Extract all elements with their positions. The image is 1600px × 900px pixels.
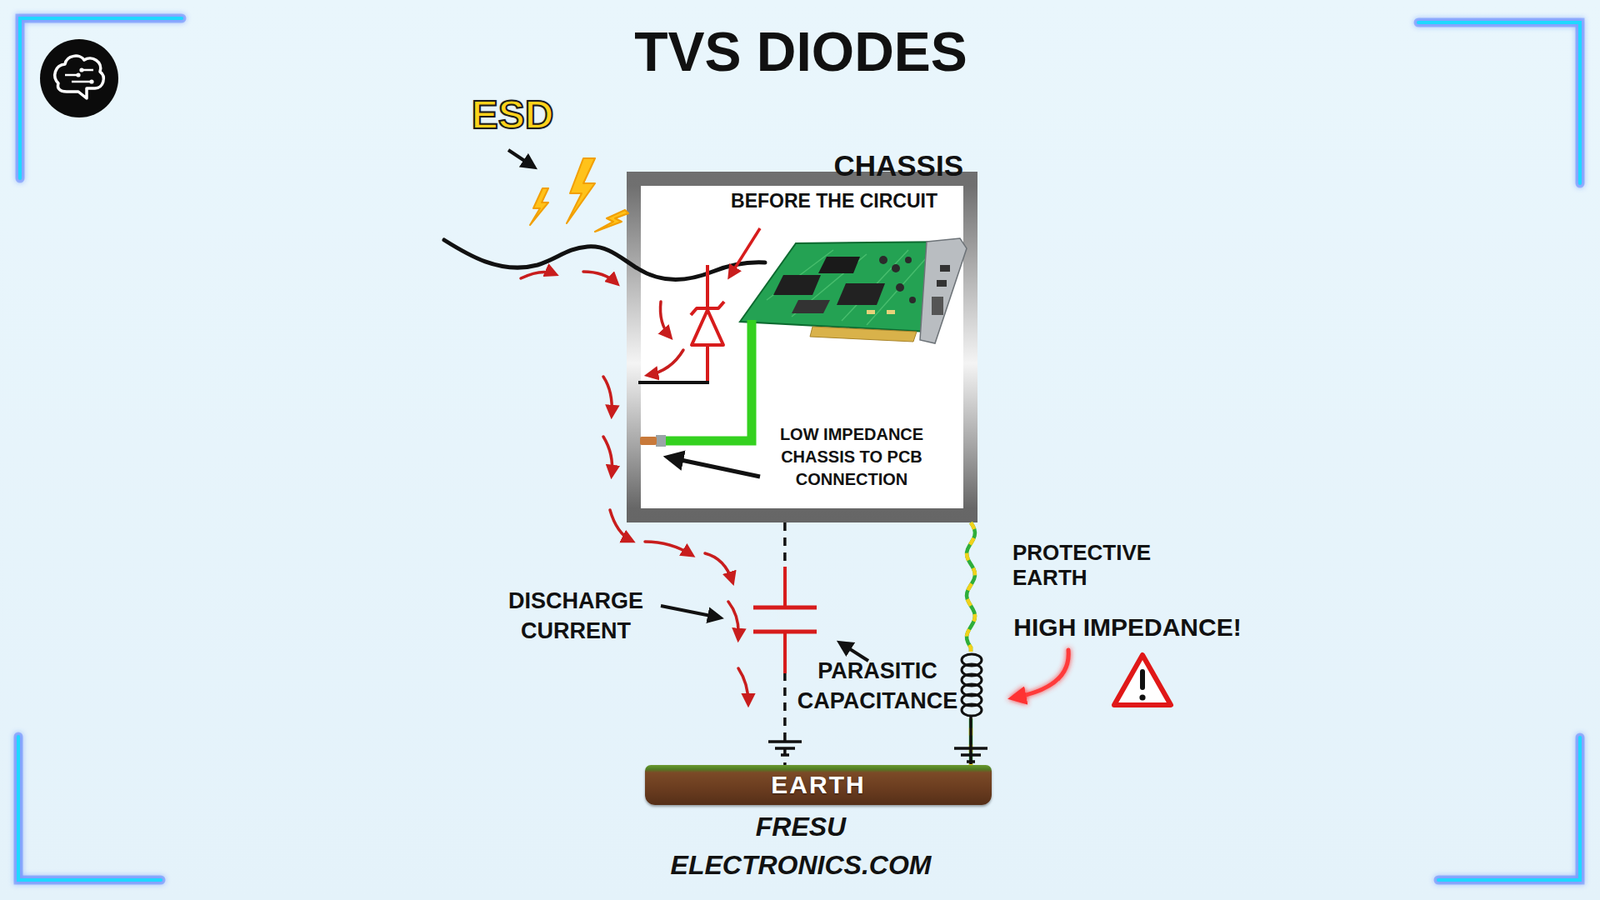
coil-backing [955, 651, 986, 719]
corner-bracket [1438, 737, 1580, 880]
callout-text: LOW IMPEDANCE CHASSIS TO PCB CONNECTION [768, 423, 935, 491]
logo-dot [79, 67, 84, 72]
current-arrow [705, 553, 733, 582]
caption: FRESU ELECTRONICS.COM [650, 807, 951, 885]
pointer-arrow [508, 150, 534, 167]
logo-circuit [65, 70, 94, 82]
logo-dot [89, 79, 94, 84]
inductor-loop [961, 674, 982, 686]
corner-bracket [18, 736, 161, 880]
current-arrow [728, 601, 739, 639]
current-arrow [738, 668, 749, 704]
corner-bracket-glow [1438, 737, 1580, 880]
lightning-bolt [530, 188, 549, 225]
current-arrow [603, 376, 612, 415]
parasitic-path [783, 522, 787, 765]
current-arrow [645, 541, 692, 555]
inductor-loop [961, 694, 982, 706]
inductor-loop [961, 654, 982, 666]
logo-circle [40, 39, 119, 118]
edge-label: PROTECTIVE EARTH [1012, 540, 1171, 590]
corner-bracket [20, 18, 182, 179]
inductor-loop [961, 664, 982, 676]
pointer-arrow [660, 605, 720, 618]
pointer-arrow [840, 643, 869, 661]
current-arrow [603, 436, 613, 475]
warning-text: HIGH IMPEDANCE! [1013, 612, 1241, 642]
logo-brain [55, 55, 104, 99]
inductor-loop [961, 684, 982, 696]
inductor-loop [961, 704, 982, 716]
diagram-title: TVS DIODES [634, 20, 968, 83]
corner-bracket [1418, 22, 1580, 184]
current-arrow [520, 271, 555, 279]
warning-mark [1140, 669, 1145, 690]
capacitor-symbol [753, 607, 817, 632]
ground-symbol [954, 748, 988, 762]
corner-bracket-glow [20, 18, 182, 179]
callout-text: PARASITIC CAPACITANCE [792, 655, 964, 716]
capacitor-lead [783, 566, 787, 674]
chassis-heading: CHASSIS [833, 149, 964, 183]
lightning-bolt [595, 210, 629, 232]
logo-dot [75, 72, 80, 77]
earth-lead [969, 715, 973, 765]
earth-ground: EARTH [645, 765, 992, 805]
warning-mark [1139, 694, 1145, 700]
capacitor-gap [777, 610, 793, 630]
callout-text: DISCHARGE CURRENT [503, 585, 650, 646]
warning-arrow [1015, 650, 1069, 698]
ground-symbol [768, 741, 802, 755]
esd-label: ESD [471, 91, 555, 138]
current-arrow [583, 271, 617, 284]
lightning-bolt [566, 158, 595, 224]
corner-bracket-glow [1418, 22, 1580, 184]
warning-triangle [1114, 655, 1171, 705]
wire-stripe [966, 522, 975, 765]
earth-label: EARTH [770, 770, 865, 800]
callout-text: BEFORE THE CIRCUIT [730, 190, 938, 212]
corner-bracket-glow [18, 736, 161, 880]
protective-earth-wire [966, 522, 975, 765]
